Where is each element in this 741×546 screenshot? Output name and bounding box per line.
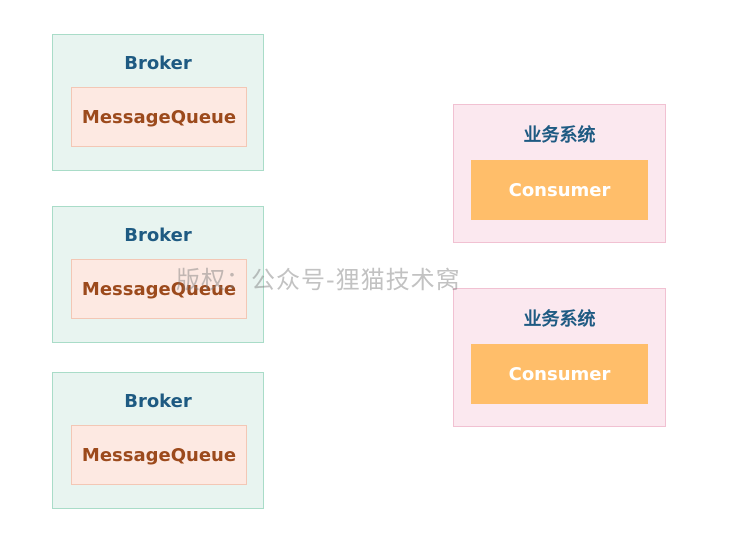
broker-box-1: Broker MessageQueue xyxy=(52,34,264,171)
business-system-title: 业务系统 xyxy=(523,309,596,330)
message-queue-box: MessageQueue xyxy=(71,425,247,485)
consumer-box: Consumer xyxy=(471,160,648,220)
broker-box-2: Broker MessageQueue xyxy=(52,206,264,343)
business-system-box-2: 业务系统 Consumer xyxy=(453,288,666,427)
broker-box-3: Broker MessageQueue xyxy=(52,372,264,509)
broker-title: Broker xyxy=(124,53,192,74)
broker-title: Broker xyxy=(124,225,192,246)
message-queue-box: MessageQueue xyxy=(71,87,247,147)
copyright-watermark: 版权：公众号-狸猫技术窝 xyxy=(176,266,461,294)
consumer-box: Consumer xyxy=(471,344,648,404)
message-queue-box: MessageQueue xyxy=(71,259,247,319)
broker-title: Broker xyxy=(124,391,192,412)
business-system-box-1: 业务系统 Consumer xyxy=(453,104,666,243)
business-system-title: 业务系统 xyxy=(523,125,596,146)
